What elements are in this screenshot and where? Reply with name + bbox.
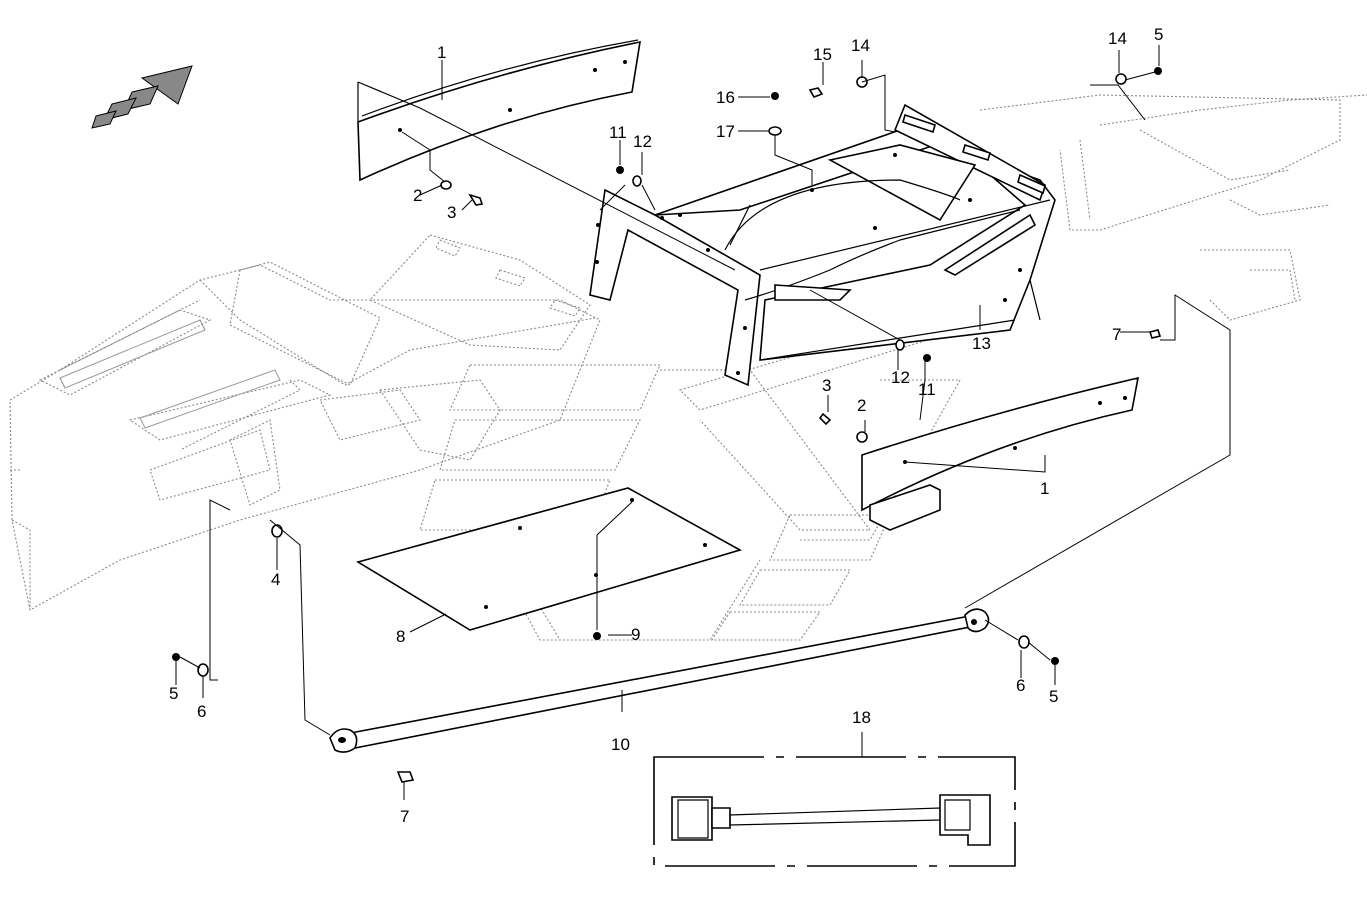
- callout-1-upper: 1: [437, 43, 446, 62]
- hardware: [172, 67, 1162, 783]
- callout-18: 18: [852, 708, 871, 727]
- callout-3-lower: 3: [822, 376, 831, 395]
- callout-15: 15: [813, 45, 832, 64]
- part-10-rod: [329, 608, 990, 753]
- callout-14-mid: 14: [851, 36, 870, 55]
- callout-12-lower: 12: [891, 368, 910, 387]
- callout-13: 13: [972, 334, 991, 353]
- part-1-lower-strip: [861, 376, 1140, 531]
- callout-9: 9: [631, 625, 640, 644]
- ghost-grating: [419, 309, 961, 641]
- callout-3-upper: 3: [447, 203, 456, 222]
- callout-16: 16: [716, 88, 735, 107]
- callout-11-lower: 11: [918, 380, 936, 399]
- callout-7-bottom: 7: [400, 807, 409, 826]
- callout-10: 10: [611, 735, 630, 754]
- callouts: 1 1 2 2 3 3 4 5 5 5 6 6 7 7 8 9 10 11 11…: [169, 25, 1163, 826]
- callout-6-left: 6: [197, 702, 206, 721]
- callout-11-upper: 11: [609, 123, 627, 142]
- callout-7-right: 7: [1112, 325, 1121, 344]
- callout-2-lower: 2: [857, 396, 866, 415]
- leader-lines: [175, 45, 1231, 800]
- direction-arrow-icon: [91, 65, 193, 129]
- ghost-frame-left: [9, 234, 601, 611]
- callout-14-right: 14: [1108, 29, 1127, 48]
- ghost-frame-right: [979, 94, 1367, 321]
- part-13-bracket: [589, 103, 1056, 387]
- callout-5-top: 5: [1154, 25, 1163, 44]
- callout-17: 17: [716, 122, 735, 141]
- callout-12-upper: 12: [633, 132, 652, 151]
- part-8-plate: [355, 487, 743, 631]
- callout-2-upper: 2: [413, 186, 422, 205]
- part-1-upper-strip: [357, 39, 641, 182]
- callout-4: 4: [271, 570, 280, 589]
- part-18-cable-inset: [653, 756, 1016, 867]
- callout-1-lower: 1: [1040, 479, 1049, 498]
- callout-5-left: 5: [169, 684, 178, 703]
- callout-8: 8: [396, 627, 405, 646]
- callout-6-right: 6: [1016, 676, 1025, 695]
- ghost-springs: [59, 319, 281, 429]
- callout-5-right: 5: [1049, 687, 1058, 706]
